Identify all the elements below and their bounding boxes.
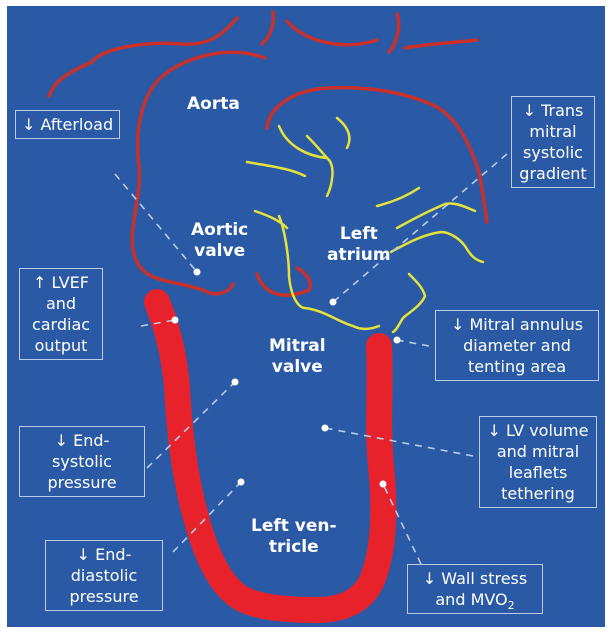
aortic-valve-label: Aortic valve xyxy=(191,220,248,262)
wall-stress-box: ↓ Wall stress and MVO2 xyxy=(407,564,543,614)
down-arrow-icon: ↓ xyxy=(451,315,464,334)
mitral-annulus-box: ↓ Mitral annulus diameter and tenting ar… xyxy=(435,310,599,381)
afterload-box: ↓ Afterload xyxy=(15,110,120,139)
mitral-valve-label: Mitral valve xyxy=(269,336,326,378)
lv-volume-box: ↓ LV volume and mitral leaflets tetherin… xyxy=(479,416,597,508)
heart-diagram: Aorta Aortic valve Left atrium Mitral va… xyxy=(7,6,605,627)
subscript-2: 2 xyxy=(508,599,515,612)
down-arrow-icon: ↓ xyxy=(488,421,501,440)
aorta-outline xyxy=(49,12,487,295)
up-arrow-icon: ↑ xyxy=(33,273,46,292)
down-arrow-icon: ↓ xyxy=(423,569,436,588)
end-systolic-pressure-box: ↓ End- systolic pressure xyxy=(19,426,145,497)
left-ventricle-label: Left ven- tricle xyxy=(251,516,337,558)
transmitral-gradient-box: ↓ Trans mitral systolic gradient xyxy=(511,96,595,188)
pointer-dots xyxy=(172,269,401,488)
down-arrow-icon: ↓ xyxy=(523,101,536,120)
lvef-box: ↑ LVEF and cardiac output xyxy=(19,268,103,360)
down-arrow-icon: ↓ xyxy=(55,431,68,450)
end-diastolic-pressure-box: ↓ End- diastolic pressure xyxy=(45,540,163,611)
left-atrium-label: Left atrium xyxy=(327,224,391,266)
down-arrow-icon: ↓ xyxy=(77,545,90,564)
aorta-label: Aorta xyxy=(187,94,240,115)
down-arrow-icon: ↓ xyxy=(22,115,35,134)
